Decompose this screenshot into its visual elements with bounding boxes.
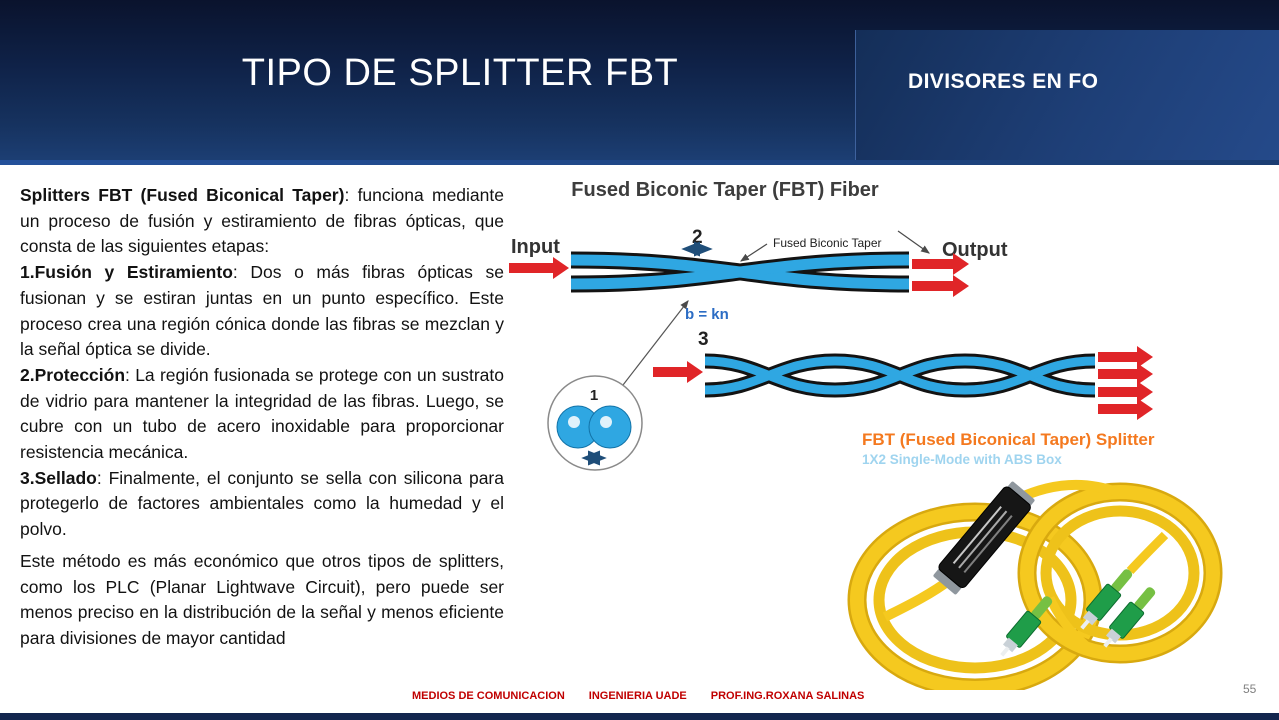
bottom-bar [0,713,1279,720]
slide-subtitle: DIVISORES EN FO [908,70,1099,93]
formula-label: b = kn [685,306,729,323]
credits: MEDIOS DE COMUNICACION INGENIERIA UADE P… [412,690,864,702]
splitter-tube [933,481,1035,595]
paragraph-intro: Splitters FBT (Fused Biconical Taper): f… [20,183,504,260]
output-arrow-top-icon [912,253,969,275]
slide-header: TIPO DE SPLITTER FBT DIVISORES EN FO [0,0,1279,165]
cable-segment [1126,531,1169,575]
input-label: Input [511,236,560,258]
taper-callout-label: Fused Biconic Taper [773,236,882,250]
fiber-core-right [588,405,632,449]
core-highlight [568,416,580,428]
paragraph-lead: 2.Protección [20,364,126,385]
paragraph-body: : La región fusionada se protege con un … [20,364,504,463]
body-text: Splitters FBT (Fused Biconical Taper): f… [20,183,504,652]
paragraph-lead: 3.Sellado [20,467,97,488]
cable-segment [1045,596,1096,655]
taper-callout-leader-right [897,230,930,254]
product-subtitle: 1X2 Single-Mode with ABS Box [862,452,1062,467]
twist-output-arrow-icon [1098,398,1153,420]
twist-output-arrow-icon [1098,363,1153,385]
core-highlight [600,416,612,428]
tube-label-line [952,506,1002,565]
cable-segment [882,575,955,622]
twist-output-arrow-icon [1098,381,1153,403]
credit-professor: PROF.ING.ROXANA SALINAS [710,690,865,702]
paragraph-lead: 1.Fusión y Estiramiento [20,262,233,283]
tube-label-line [958,510,1008,569]
taper-callout-leader-left [739,243,768,262]
input-arrow-icon [509,257,569,279]
paragraph-body: : funciona mediante un proceso de fusión… [20,185,504,257]
output-arrow-bottom-icon [912,275,969,297]
paragraph-conclusion: Este método es más económico que otros t… [20,549,504,652]
paragraph-step3: 3.Sellado: Finalmente, el conjunto se se… [20,466,504,543]
paragraph-step1: 1.Fusión y Estiramiento: Dos o más fibra… [20,260,504,363]
fbt-diagram: Input 2 Fused Biconic Taper Output b = k… [509,227,1223,690]
credit-institution: INGENIERIA UADE [588,690,687,702]
paragraph-body: Este método es más económico que otros t… [20,550,504,648]
tube-label-line [963,515,1013,574]
product-title: FBT (Fused Biconical Taper) Splitter [862,430,1155,449]
paragraph-body: : Finalmente, el conjunto se sella con s… [20,467,504,540]
splitter-photo [847,480,1223,690]
fused-fiber-taper [570,251,910,293]
twisted-fiber-pair [704,353,1096,398]
twist-input-arrow-icon [653,361,703,383]
paragraph-lead: Splitters FBT (Fused Biconical Taper) [20,185,345,205]
slide-title: TIPO DE SPLITTER FBT [241,52,679,94]
step2-label: 2 [692,227,703,248]
diagram-title: Fused Biconic Taper (FBT) Fiber [571,179,879,201]
output-label: Output [942,239,1008,261]
page-number: 55 [1243,682,1257,696]
fiber-cross-section: 1 [547,375,643,471]
cross-section-leader [622,300,689,386]
paragraph-step2: 2.Protección: La región fusionada se pro… [20,363,504,466]
step1-label: 1 [590,387,598,404]
header-accent-line [0,160,1279,165]
step3-label: 3 [698,329,709,350]
paragraph-body: : Dos o más fibras ópticas se fusionan y… [20,262,505,360]
credit-course: MEDIOS DE COMUNICACION [412,690,565,702]
header-right-panel [855,30,1279,165]
twist-output-arrow-icon [1098,346,1153,368]
